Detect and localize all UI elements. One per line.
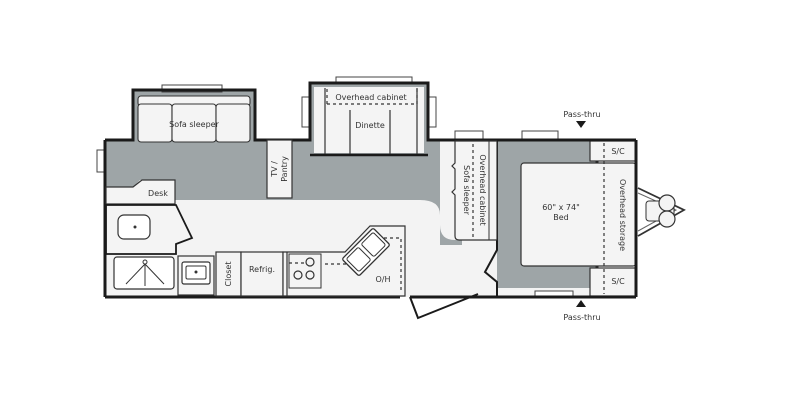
entry-door[interactable] <box>409 293 479 320</box>
pass-thru-bottom-label: Pass-thru <box>563 313 600 322</box>
closet: Closet <box>215 251 242 297</box>
desk: Desk <box>105 179 176 205</box>
closet-label: Closet <box>224 262 233 287</box>
side-overhead-cabinet-label: Overhead cabinet <box>478 154 487 225</box>
shirt-closet-top-label: S/C <box>611 147 625 156</box>
refrigerator-label: Refrig. <box>249 265 275 274</box>
window-side-sofa <box>454 130 484 140</box>
dinette-label: Dinette <box>355 121 385 130</box>
stove-icon <box>288 253 322 289</box>
refrigerator: Refrig. <box>240 251 284 297</box>
dinette-overhead-label: Overhead cabinet <box>335 93 406 102</box>
shirt-closet-bottom <box>589 267 637 297</box>
desk-label: Desk <box>148 189 168 198</box>
pass-thru-top-label: Pass-thru <box>563 110 600 119</box>
kitchen-sink-icon <box>342 228 390 276</box>
dinette: Overhead cabinet Dinette <box>314 87 424 154</box>
overhead-kitchen-label: O/H <box>375 275 390 284</box>
sofa-sleeper-label: Sofa sleeper <box>169 120 219 129</box>
kitchen-counter: O/H <box>282 225 406 297</box>
bed-label: Bed <box>553 213 569 222</box>
pass-thru-top: Pass-thru <box>563 110 601 128</box>
shirt-closet-bottom-label: S/C <box>611 277 625 286</box>
bathroom <box>105 204 215 296</box>
tv-pantry: TV / Pantry <box>266 139 293 199</box>
propane-tank-icon <box>658 194 676 212</box>
tv-pantry-label-line2: Pantry <box>280 156 289 182</box>
overhead-storage-label: Overhead storage <box>618 179 627 251</box>
hitch-tongue <box>637 187 686 237</box>
sofa-sleeper: Sofa sleeper <box>137 95 251 143</box>
shower-icon <box>113 256 175 290</box>
arrow-down-icon <box>576 121 586 128</box>
propane-tank-icon <box>658 210 676 228</box>
window-bedroom-top <box>521 130 559 140</box>
bed-size-label: 60" x 74" <box>542 203 580 212</box>
arrow-up-icon <box>576 300 586 307</box>
pass-thru-bottom: Pass-thru <box>563 300 601 322</box>
bedroom: S/C S/C 60" x 74" Bed Overhead storage <box>520 140 637 297</box>
side-sofa-sleeper: Overhead cabinet Sofa sleeper <box>451 140 498 241</box>
tv-pantry-label-line1: TV / <box>270 161 279 178</box>
side-sofa-sleeper-label: Sofa sleeper <box>462 165 471 215</box>
floor-carpet-living <box>105 140 497 245</box>
